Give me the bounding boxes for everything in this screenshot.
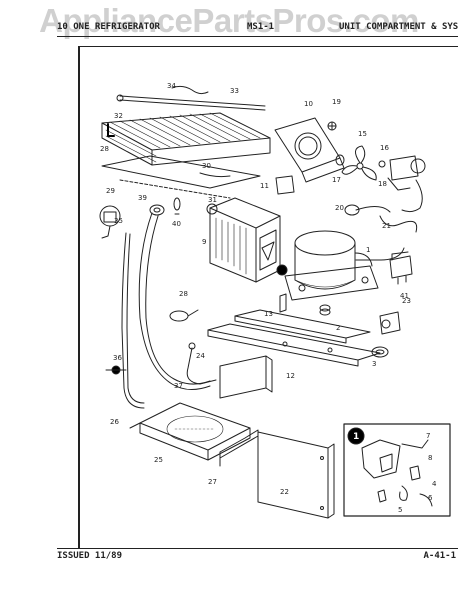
part-drain-rod — [116, 85, 266, 111]
part-clamp-28 — [169, 309, 199, 322]
callout-16: 16 — [380, 144, 389, 152]
part-overload-23 — [379, 311, 401, 335]
callout-18: 18 — [378, 180, 387, 188]
part-compressor — [276, 230, 405, 301]
part-relay-plug — [99, 205, 121, 239]
callout-21: 21 — [382, 222, 391, 230]
callout-20: 20 — [335, 204, 344, 212]
callout-13: 13 — [264, 310, 273, 318]
part-wiring-30 — [199, 172, 231, 178]
callout-33: 33 — [230, 87, 239, 95]
callout-35: 35 — [114, 217, 123, 225]
part-bracket-27 — [219, 429, 259, 467]
callout-29: 29 — [106, 187, 115, 195]
header-rule — [57, 36, 458, 37]
issued-date: ISSUED 11/89 — [57, 551, 123, 561]
part-grommet-40 — [173, 197, 181, 215]
inset-detail-box — [343, 423, 451, 517]
part-fan-shroud — [274, 117, 345, 183]
callout-27: 27 — [208, 478, 217, 486]
part-condenser — [101, 112, 271, 166]
callout-15: 15 — [358, 130, 367, 138]
callout-39: 39 — [138, 194, 147, 202]
callout-37: 37 — [174, 382, 183, 390]
callout-5: 5 — [398, 506, 402, 514]
part-fan-bracket — [275, 175, 295, 195]
callout-4: 4 — [432, 480, 437, 488]
callout-9: 9 — [202, 238, 206, 246]
part-grommet-17 — [335, 154, 345, 166]
callout-28-top: 28 — [100, 145, 109, 153]
callout-17: 17 — [332, 176, 341, 184]
callout-28: 28 — [179, 290, 188, 298]
page-number: A-41-1 — [423, 551, 456, 561]
part-drain-tray — [129, 402, 251, 461]
callout-19: 19 — [332, 98, 341, 106]
part-drain-hose — [105, 212, 211, 409]
part-relay-41 — [389, 251, 413, 285]
callout-11: 11 — [260, 182, 269, 190]
page-header: 10 ONE REFRIGERATOR MS1-1 UNIT COMPARTME… — [57, 22, 458, 36]
part-tube-21 — [379, 215, 418, 233]
part-tube-20 — [344, 204, 391, 216]
callout-32: 32 — [114, 112, 123, 120]
part-access-panel — [257, 431, 335, 519]
callout-24: 24 — [196, 352, 205, 360]
part-clip-3 — [371, 346, 389, 358]
callout-41: 41 — [400, 292, 409, 300]
part-fan-blade — [341, 145, 377, 181]
header-section-title: UNIT COMPARTMENT & SYSTEM — [339, 22, 458, 32]
part-fan-motor — [378, 155, 426, 213]
part-drain-pan — [206, 197, 281, 283]
callout-12: 12 — [286, 372, 295, 380]
part-fuse-13 — [279, 293, 287, 313]
callout-8: 8 — [428, 454, 432, 462]
part-condenser-panel — [101, 155, 261, 199]
footer-rule — [57, 548, 458, 549]
part-bracket-plate — [219, 355, 273, 399]
callout-6: 6 — [428, 494, 433, 502]
part-clip-19 — [327, 121, 337, 131]
part-grommet-39 — [149, 204, 165, 216]
callout-26: 26 — [110, 418, 119, 426]
callout-36: 36 — [113, 354, 122, 362]
part-mounting-rails — [207, 309, 381, 367]
callout-2: 2 — [336, 324, 340, 332]
callout-labels: 34 33 32 28 29 30 10 19 15 16 17 18 11 2… — [100, 82, 437, 514]
callout-3: 3 — [372, 360, 376, 368]
part-probe-24 — [186, 342, 217, 385]
callout-25: 25 — [154, 456, 163, 464]
part-grommet-2 — [319, 304, 331, 316]
callout-22: 22 — [280, 488, 289, 496]
callout-10: 10 — [304, 100, 313, 108]
callout-34: 34 — [167, 82, 176, 90]
callout-30: 30 — [202, 162, 211, 170]
diagram-frame — [78, 46, 458, 548]
callout-1: 1 — [366, 246, 370, 254]
callout-23: 23 — [402, 297, 411, 305]
header-code-text: MS1-1 — [247, 22, 275, 32]
header-model-text: 10 ONE REFRIGERATOR — [57, 22, 160, 32]
callout-40: 40 — [172, 220, 181, 228]
callout-31: 31 — [208, 196, 217, 204]
inset-badge: 1 — [353, 432, 359, 442]
callout-7: 7 — [426, 432, 430, 440]
parts-diagram: 1 34 33 32 28 29 30 10 19 15 16 17 18 11… — [99, 82, 451, 519]
